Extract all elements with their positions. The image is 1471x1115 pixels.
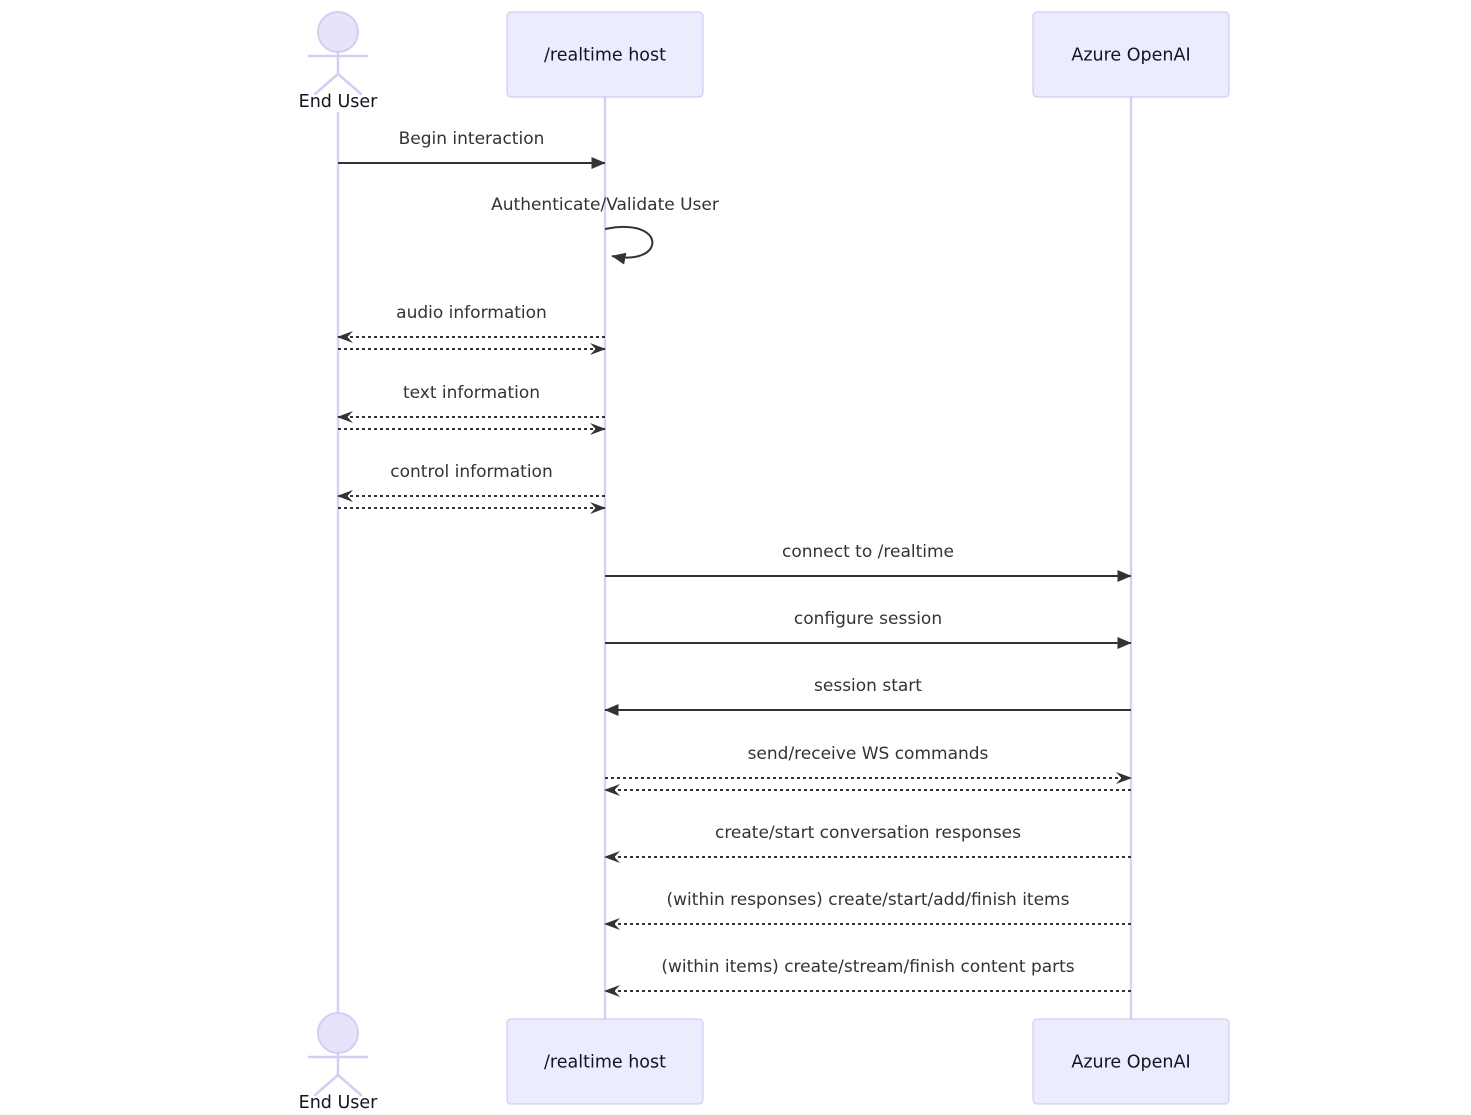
participant-box-realtime-host-bottom: /realtime host	[506, 1018, 704, 1105]
actor-head-icon	[317, 11, 359, 53]
actor-leg-left-icon	[313, 72, 340, 96]
participant-rect	[1032, 1018, 1230, 1105]
message-label: configure session	[794, 609, 942, 629]
message-self-loop	[604, 225, 654, 265]
message-label: control information	[390, 462, 552, 482]
message-label: (within items) create/stream/finish cont…	[661, 957, 1074, 977]
message-2: audio information	[337, 303, 606, 355]
participant-label: /realtime host	[544, 1053, 666, 1073]
message-label: audio information	[396, 303, 547, 323]
message-label: text information	[403, 383, 540, 403]
participant-label: Azure OpenAI	[1071, 46, 1190, 66]
message-3: text information	[337, 383, 606, 435]
participant-box-azure-openai-top: Azure OpenAI	[1032, 11, 1230, 98]
actor-leg-right-icon	[336, 72, 363, 96]
message-5: connect to /realtime	[605, 542, 1132, 582]
participant-rect	[506, 11, 704, 98]
participant-box-realtime-host-top: /realtime host	[506, 11, 704, 98]
message-10: (within responses) create/start/add/fini…	[604, 890, 1131, 930]
actor-leg-left-icon	[313, 1073, 340, 1097]
message-label: Authenticate/Validate User	[491, 195, 719, 215]
message-label: send/receive WS commands	[748, 744, 989, 764]
actor-head-icon	[317, 1012, 359, 1054]
message-11: (within items) create/stream/finish cont…	[604, 957, 1131, 997]
message-0: Begin interaction	[338, 129, 606, 169]
message-label: Begin interaction	[399, 129, 545, 149]
message-label: (within responses) create/start/add/fini…	[667, 890, 1070, 910]
participant-box-azure-openai-bottom: Azure OpenAI	[1032, 1018, 1230, 1105]
lifelines-layer	[336, 97, 1133, 1019]
actor-label: End User	[299, 1093, 379, 1113]
participant-rect	[506, 1018, 704, 1105]
participant-label: Azure OpenAI	[1071, 1053, 1190, 1073]
actor-label: End User	[299, 92, 379, 112]
message-9: create/start conversation responses	[604, 823, 1131, 863]
message-1: Authenticate/Validate User	[491, 195, 719, 265]
actor-figure-end-user-bottom: End User	[299, 1012, 379, 1113]
participant-rect	[1032, 11, 1230, 98]
message-label: session start	[814, 676, 922, 696]
message-6: configure session	[605, 609, 1132, 649]
participant-label: /realtime host	[544, 46, 666, 66]
message-4: control information	[337, 462, 606, 514]
message-7: session start	[604, 676, 1131, 716]
actor-figure-end-user-top: End User	[299, 11, 379, 112]
message-label: create/start conversation responses	[715, 823, 1021, 843]
actor-leg-right-icon	[336, 1073, 363, 1097]
message-label: connect to /realtime	[782, 542, 954, 562]
message-8: send/receive WS commands	[604, 744, 1132, 796]
